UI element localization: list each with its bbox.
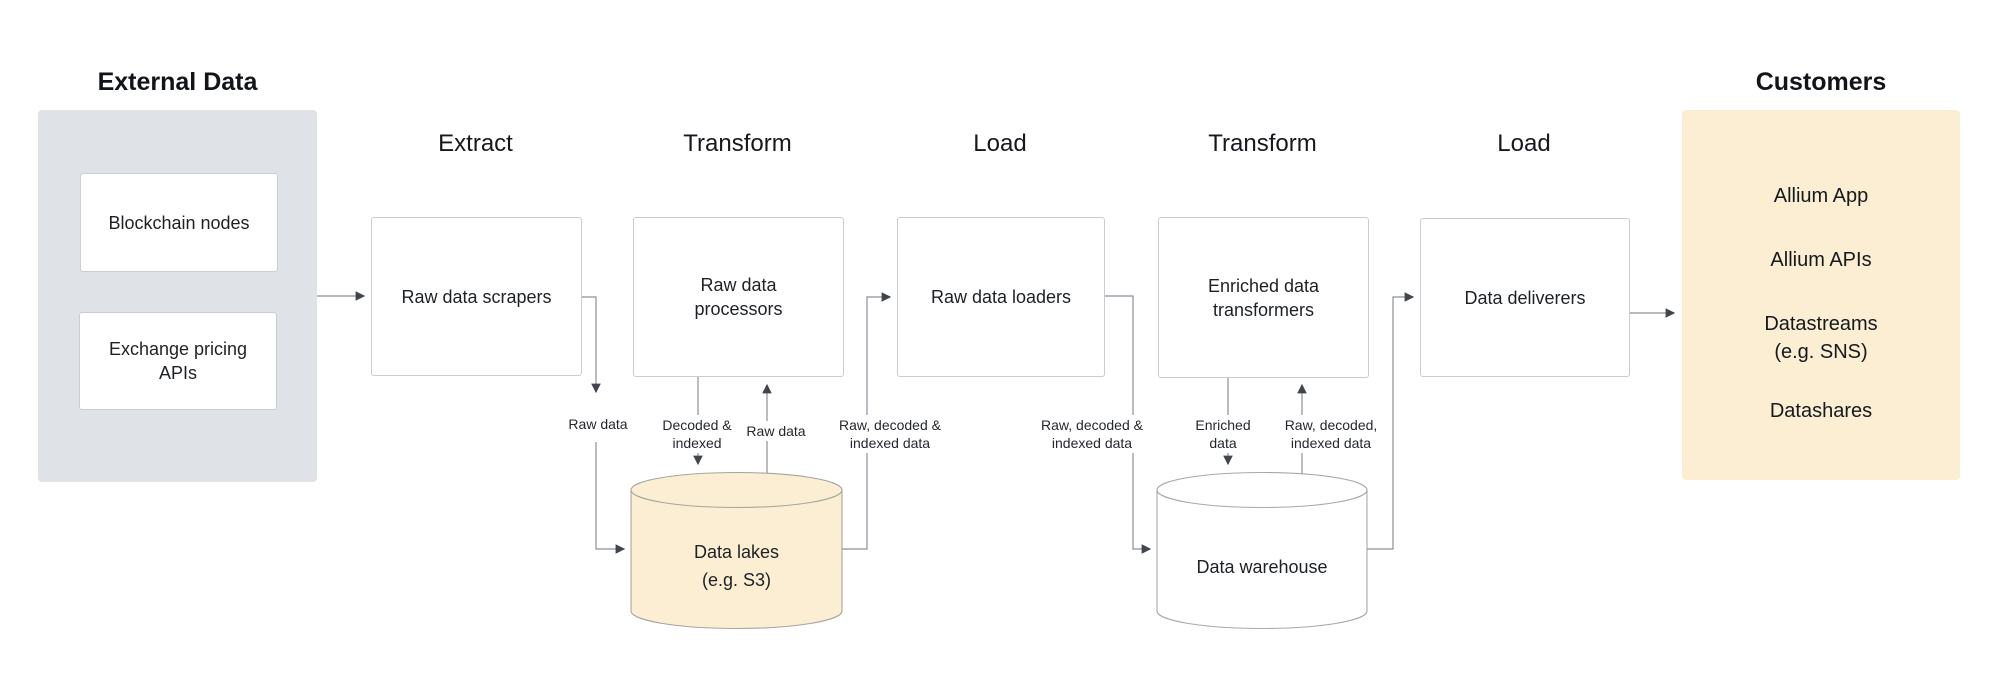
edge-label-raw-decoded-indexed-3: Raw, decoded, indexed data [1281, 415, 1381, 453]
node-blockchain-nodes: Blockchain nodes [80, 173, 278, 272]
customer-item-allium-apis: Allium APIs [1770, 249, 1872, 271]
data-warehouse-cylinder [1156, 471, 1368, 630]
customer-item-datastreams: Datastreams (e.g. SNS) [1764, 313, 1878, 363]
node-enriched-data-transformers: Enriched data transformers [1158, 217, 1369, 378]
stage-title-transform-1: Transform [683, 130, 792, 157]
external-data-title: External Data [97, 68, 258, 96]
customers-title: Customers [1755, 68, 1887, 96]
edge-label-decoded-indexed: Decoded & indexed [659, 415, 735, 453]
edge-raw-data-to-lakes [595, 442, 626, 554]
data-warehouse-label: Data warehouse [1196, 557, 1328, 577]
node-raw-data-processors: Raw data processors [633, 217, 844, 377]
node-data-deliverers: Data deliverers [1420, 218, 1630, 377]
customers-panel [1682, 110, 1960, 480]
customer-item-allium-app: Allium App [1773, 185, 1869, 207]
external-data-panel [38, 110, 317, 482]
node-raw-data-scrapers: Raw data scrapers [371, 217, 582, 376]
data-lakes-cylinder [630, 471, 843, 630]
stage-title-load-2: Load [1497, 130, 1551, 157]
stage-title-load-1: Load [973, 130, 1027, 157]
edge-scrapers-to-raw-data-label [580, 296, 601, 394]
edge-label-enriched-data: Enriched data [1192, 415, 1254, 453]
edge-label-raw-data-out: Raw data [565, 414, 631, 434]
edge-label-raw-data-in: Raw data [743, 421, 809, 441]
edge-warehouse-to-deliverers [1367, 292, 1415, 550]
node-raw-data-loaders: Raw data loaders [897, 217, 1105, 377]
edge-label-raw-decoded-indexed-1: Raw, decoded & indexed data [836, 415, 944, 453]
node-exchange-pricing-apis: Exchange pricing APIs [79, 312, 277, 410]
data-lakes-label: Data lakes (e.g. S3) [693, 542, 780, 590]
edge-label-raw-decoded-indexed-2: Raw, decoded & indexed data [1038, 415, 1146, 453]
customer-item-datashares: Datashares [1769, 400, 1873, 422]
stage-title-extract: Extract [438, 130, 513, 157]
stage-title-transform-2: Transform [1208, 130, 1317, 157]
